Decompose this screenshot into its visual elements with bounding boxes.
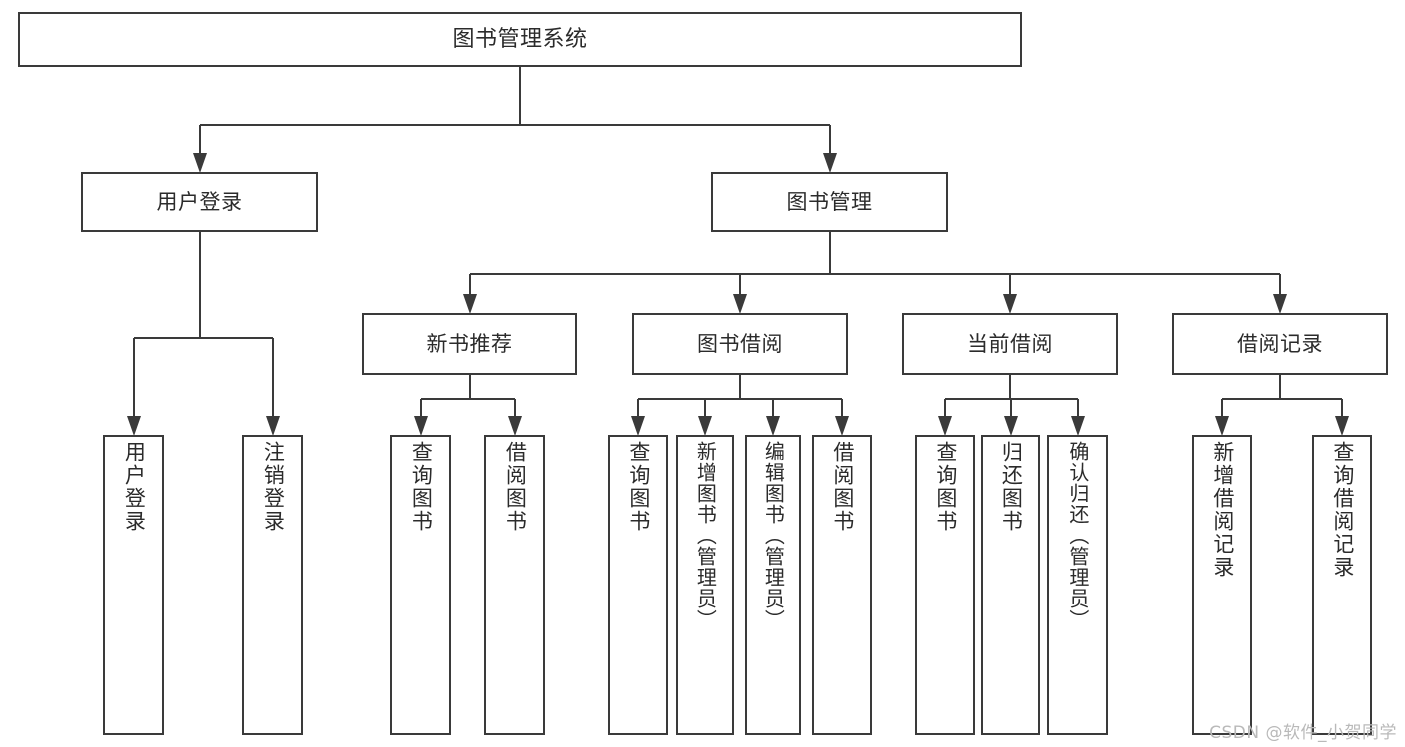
node-borrow-record[interactable]: 借阅记录 — [1172, 313, 1388, 375]
node-label-leaf-edit-book: 编辑图书（管理员） — [761, 441, 786, 630]
node-label-leaf-query-borrow-record: 查询借阅记录 — [1330, 441, 1355, 579]
node-leaf-confirm-return[interactable]: 确认归还（管理员） — [1047, 435, 1108, 735]
node-label-current-borrow: 当前借阅 — [967, 331, 1053, 356]
node-label-root: 图书管理系统 — [452, 26, 588, 52]
node-label-leaf-query-book-borrow: 查询图书 — [626, 441, 651, 533]
node-current-borrow[interactable]: 当前借阅 — [902, 313, 1118, 375]
node-leaf-borrow-book-recommend[interactable]: 借阅图书 — [484, 435, 545, 735]
node-root[interactable]: 图书管理系统 — [18, 12, 1022, 67]
node-leaf-logout[interactable]: 注销登录 — [242, 435, 303, 735]
node-leaf-return-book[interactable]: 归还图书 — [981, 435, 1040, 735]
node-leaf-query-book-borrow[interactable]: 查询图书 — [608, 435, 668, 735]
watermark: CSDN @软件_小贺同学 — [1209, 723, 1397, 743]
node-label-leaf-add-book: 新增图书（管理员） — [693, 441, 718, 630]
node-leaf-query-borrow-record[interactable]: 查询借阅记录 — [1312, 435, 1372, 735]
node-user-login[interactable]: 用户登录 — [81, 172, 318, 232]
node-book-borrow[interactable]: 图书借阅 — [632, 313, 848, 375]
node-leaf-user-login[interactable]: 用户登录 — [103, 435, 164, 735]
node-label-borrow-record: 借阅记录 — [1237, 331, 1323, 356]
node-label-leaf-logout: 注销登录 — [261, 441, 286, 533]
node-label-book-borrow: 图书借阅 — [697, 331, 783, 356]
node-label-leaf-confirm-return: 确认归还（管理员） — [1065, 441, 1090, 630]
node-label-new-book-recommend: 新书推荐 — [426, 331, 513, 356]
node-label-leaf-add-borrow-record: 新增借阅记录 — [1210, 441, 1235, 579]
node-leaf-add-borrow-record[interactable]: 新增借阅记录 — [1192, 435, 1252, 735]
node-leaf-borrow-book[interactable]: 借阅图书 — [812, 435, 872, 735]
node-leaf-query-book-recommend[interactable]: 查询图书 — [390, 435, 451, 735]
node-leaf-query-book-current[interactable]: 查询图书 — [915, 435, 975, 735]
node-book-manage[interactable]: 图书管理 — [711, 172, 948, 232]
node-leaf-add-book[interactable]: 新增图书（管理员） — [676, 435, 734, 735]
node-label-leaf-borrow-book-recommend: 借阅图书 — [503, 441, 528, 533]
node-label-leaf-query-book-recommend: 查询图书 — [409, 441, 434, 533]
node-label-leaf-return-book: 归还图书 — [999, 441, 1024, 533]
node-label-user-login: 用户登录 — [156, 189, 243, 214]
node-label-leaf-user-login: 用户登录 — [122, 441, 147, 533]
node-label-leaf-borrow-book: 借阅图书 — [830, 441, 855, 533]
node-label-leaf-query-book-current: 查询图书 — [933, 441, 958, 533]
node-label-book-manage: 图书管理 — [786, 189, 873, 214]
node-leaf-edit-book[interactable]: 编辑图书（管理员） — [745, 435, 801, 735]
node-new-book-recommend[interactable]: 新书推荐 — [362, 313, 577, 375]
